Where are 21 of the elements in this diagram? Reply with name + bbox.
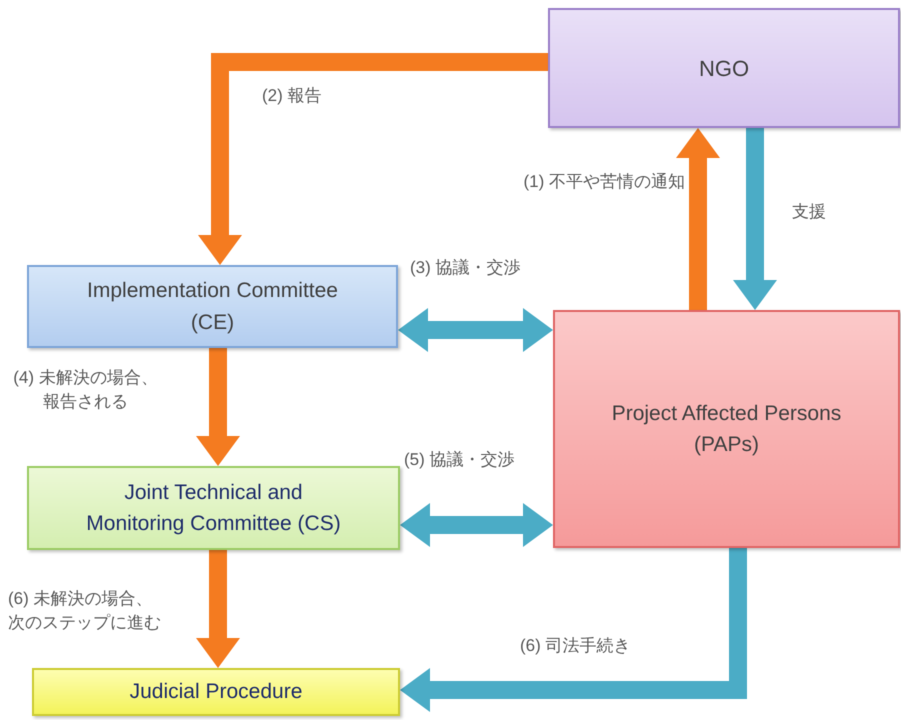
- edge-label: (4) 未解決の場合、報告される: [12, 367, 159, 413]
- edge-label: (3) 協議・交渉: [410, 257, 522, 279]
- edge-label: (2) 報告: [262, 85, 322, 107]
- procedure-box: Judicial Procedure: [32, 668, 400, 716]
- committee-box: Joint Technical and Monitoring Committee (CS): [27, 466, 400, 550]
- committee-box: Implementation Committee (CE): [27, 265, 398, 348]
- arrow: [676, 128, 720, 310]
- edge-label: 支援: [792, 201, 827, 223]
- arrow: [400, 503, 553, 547]
- organization-box: NGO: [548, 8, 900, 128]
- arrow: [398, 308, 553, 352]
- edge-label: (5) 協議・交渉: [404, 449, 516, 471]
- edge-label: (6) 未解決の場合、次のステップに進む: [8, 588, 162, 634]
- arrow: [196, 550, 240, 668]
- edge-label: (1) 不平や苦情の通知: [522, 171, 685, 193]
- edge-label: (6) 司法手続き: [520, 635, 632, 657]
- arrow: [733, 128, 777, 310]
- arrow: [196, 348, 240, 466]
- arrow: [198, 53, 548, 265]
- arrow: [400, 548, 747, 712]
- group-box: Project Affected Persons (PAPs): [553, 310, 900, 548]
